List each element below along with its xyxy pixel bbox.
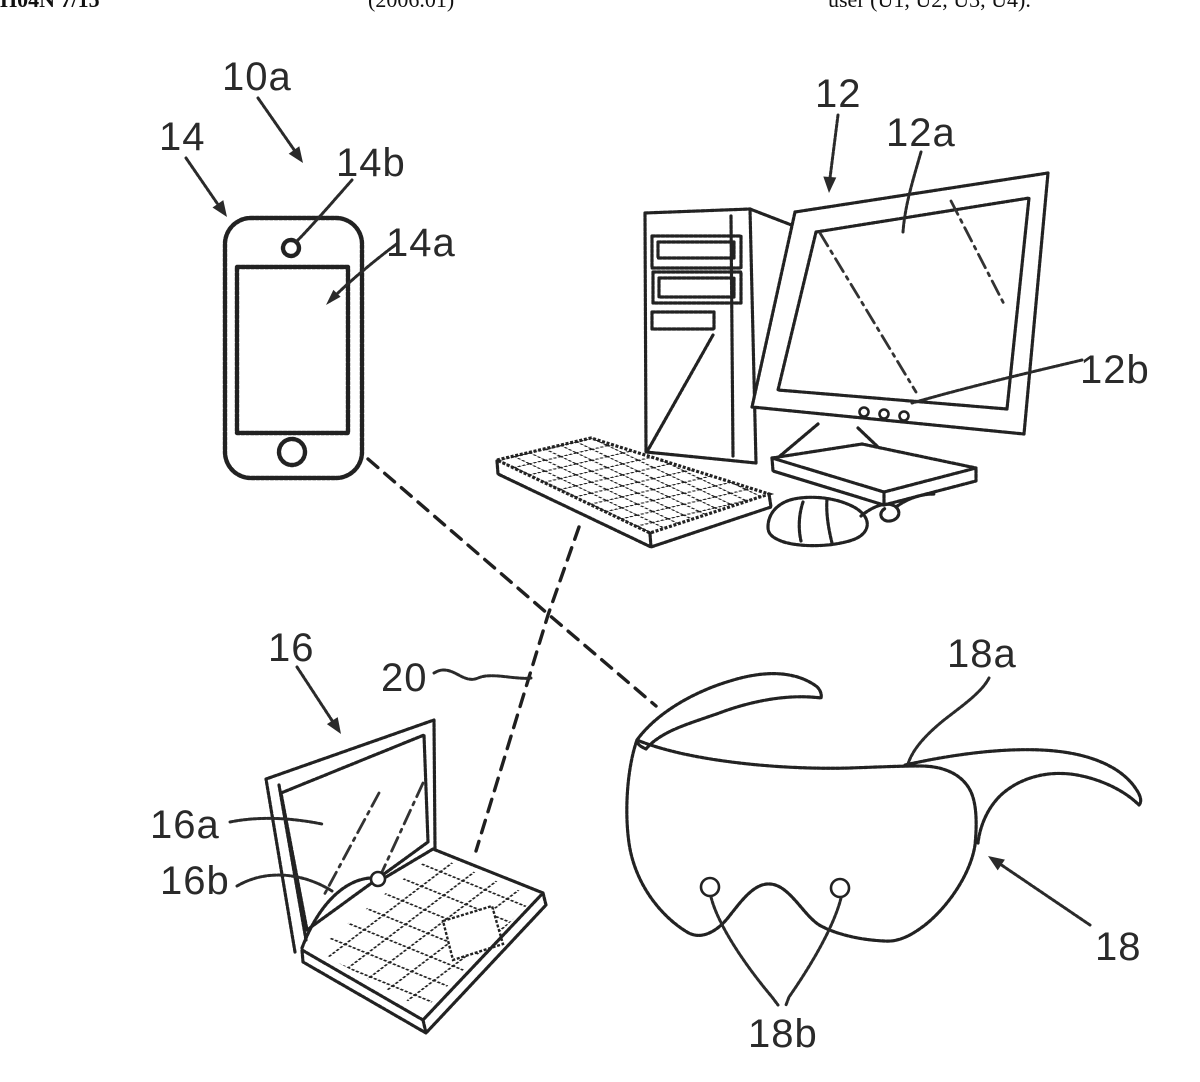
label-12b: 12b [1080, 348, 1150, 392]
monitor-camera-dot [860, 408, 869, 417]
phone-home-button [279, 439, 305, 465]
label-10a: 10a [222, 55, 292, 99]
label-16: 16 [268, 626, 315, 670]
smartphone-drawing [225, 218, 362, 478]
glasses-left-temple [637, 674, 821, 749]
smart-glasses-drawing [627, 674, 1141, 942]
desktop-keyboard [497, 438, 771, 547]
label-14: 14 [159, 115, 206, 159]
desktop-computer-drawing [497, 173, 1048, 547]
label-20: 20 [381, 656, 428, 700]
monitor-camera-dot [880, 410, 889, 419]
label-14a: 14a [386, 221, 456, 265]
monitor [752, 173, 1048, 434]
monitor-stand [772, 424, 976, 505]
label-12: 12 [815, 72, 862, 116]
monitor-camera-dot [900, 412, 909, 421]
glasses-visor [627, 740, 976, 941]
glasses-sensor-icon [831, 879, 849, 897]
label-18: 18 [1095, 925, 1142, 969]
phone-screen [237, 267, 348, 433]
glasses-right-temple [905, 750, 1141, 843]
label-18b: 18b [748, 1012, 818, 1056]
laptop-camera-icon [371, 872, 385, 886]
label-14b: 14b [336, 141, 406, 185]
label-16a: 16a [150, 803, 220, 847]
mouse [768, 494, 934, 546]
label-18a: 18a [947, 632, 1017, 676]
label-16b: 16b [160, 859, 230, 903]
label-12a: 12a [886, 111, 956, 155]
glasses-sensor-icon [701, 878, 719, 896]
laptop-drawing [266, 720, 546, 1033]
